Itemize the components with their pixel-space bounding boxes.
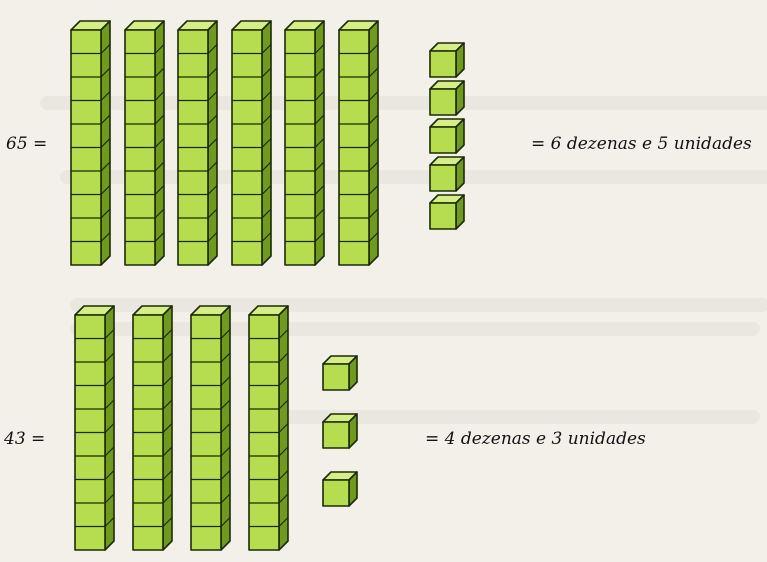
- ten-rod: [190, 305, 231, 551]
- ten-rod: [248, 305, 289, 551]
- ten-rod: [132, 305, 173, 551]
- unit-cube: [322, 413, 358, 449]
- unit-cube: [322, 355, 358, 391]
- ten-rod: [74, 305, 115, 551]
- result-label: = 4 dezenas e 3 unidades: [425, 431, 646, 448]
- number-label: 43 =: [4, 431, 45, 448]
- unit-cube: [322, 471, 358, 507]
